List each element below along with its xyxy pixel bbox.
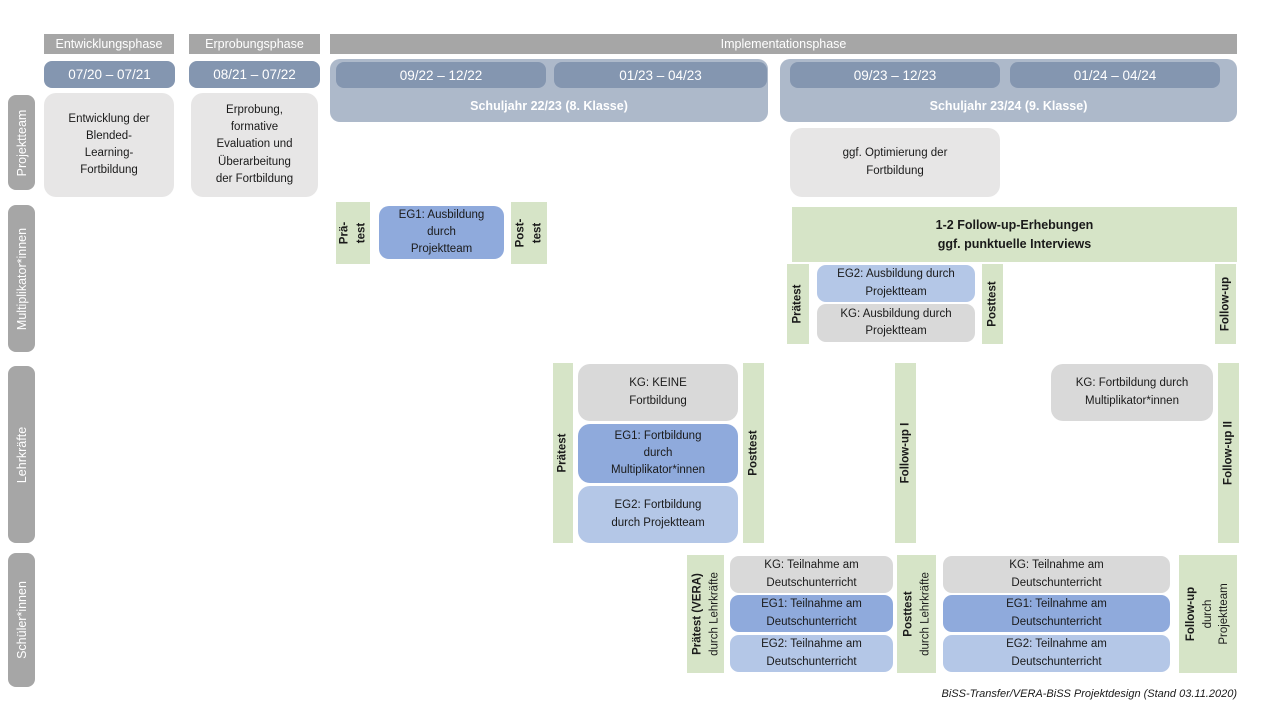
posttest-line2: durch Lehrkräfte (918, 572, 931, 656)
followup2-text: Follow-up II (1222, 421, 1235, 485)
praetest-vera-line1: Prätest (VERA) (690, 573, 703, 655)
row-label-lehrkraefte: Lehrkräfte (8, 366, 35, 543)
date-bar-0923-1223: 09/23 – 12/23 (790, 62, 1000, 88)
followup-line3: Projektteam (1218, 583, 1231, 645)
box-kg-teilnahme-1: KG: Teilnahme am Deutschunterricht (730, 556, 893, 593)
praetest-text: Prätest (791, 284, 804, 324)
followup2-bar-lehrkraefte: Follow-up II (1218, 363, 1239, 543)
posttest-line2: test (531, 222, 543, 244)
footer-caption: BiSS-Transfer/VERA-BiSS Projektdesign (S… (941, 688, 1237, 700)
box-kg-ausbildung: KG: Ausbildung durch Projektteam (817, 304, 975, 342)
followup-text: Follow-up (1219, 276, 1232, 332)
praetest-bar-multiplikator-1: Prä- test (336, 202, 370, 264)
posttest-line1: Post- (514, 218, 527, 248)
followup-line1: Follow-up (1184, 586, 1197, 642)
box-eg2-teilnahme-2: EG2: Teilnahme am Deutschunterricht (943, 635, 1170, 672)
row-label-schueler-text: Schüler*innen (14, 581, 29, 659)
praetest-vera-bar-schueler: Prätest (VERA) durch Lehrkräfte (687, 555, 724, 673)
praetest-text: Prätest (556, 433, 569, 473)
posttest-bar-multiplikator-1: Post- test (511, 202, 547, 264)
box-kg-teilnahme-2: KG: Teilnahme am Deutschunterricht (943, 556, 1170, 593)
row-label-multiplikator: Multiplikator*innen (8, 205, 35, 352)
followup1-bar-lehrkraefte: Follow-up I (895, 363, 916, 543)
schoolyear-label-2223: Schuljahr 22/23 (8. Klasse) (470, 99, 628, 113)
box-kg-fortbildung-multiplikator: KG: Fortbildung durch Multiplikator*inne… (1051, 364, 1213, 421)
posttest-bar-multiplikator-2: Posttest (982, 264, 1003, 344)
followup-erhebungen-banner: 1-2 Follow-up-Erhebungen ggf. punktuelle… (792, 207, 1237, 262)
date-bar-0922-1222: 09/22 – 12/22 (336, 62, 546, 88)
box-eg1-ausbildung: EG1: Ausbildung durch Projektteam (379, 206, 504, 259)
schoolyear-label-2324: Schuljahr 23/24 (9. Klasse) (929, 99, 1088, 113)
box-eg1-teilnahme-2: EG1: Teilnahme am Deutschunterricht (943, 595, 1170, 632)
box-erprobung-evaluation: Erprobung, formative Evaluation und Über… (191, 93, 318, 197)
date-bar-0124-0424: 01/24 – 04/24 (1010, 62, 1220, 88)
followup-line2: durch (1201, 599, 1214, 629)
followup-bar-multiplikator: Follow-up (1215, 264, 1236, 344)
row-label-projektteam: Projektteam (8, 95, 35, 190)
box-entwicklung-fortbildung: Entwicklung der Blended- Learning- Fortb… (44, 93, 174, 197)
box-eg1-teilnahme-1: EG1: Teilnahme am Deutschunterricht (730, 595, 893, 632)
date-bar-0123-0423: 01/23 – 04/23 (554, 62, 767, 88)
phase-bar-entwicklung: Entwicklungsphase (44, 34, 174, 54)
row-label-lehrkraefte-text: Lehrkräfte (14, 426, 29, 483)
praetest-bar-lehrkraefte: Prätest (553, 363, 573, 543)
row-label-projektteam-text: Projektteam (14, 109, 29, 176)
box-optimierung-fortbildung: ggf. Optimierung der Fortbildung (790, 128, 1000, 197)
box-eg1-fortbildung: EG1: Fortbildung durch Multiplikator*inn… (578, 424, 738, 483)
posttest-text: Posttest (747, 430, 760, 476)
praetest-bar-multiplikator-2: Prätest (787, 264, 809, 344)
posttest-text: Posttest (986, 281, 999, 327)
posttest-bar-lehrkraefte: Posttest (743, 363, 764, 543)
box-kg-keine-fortbildung: KG: KEINE Fortbildung (578, 364, 738, 421)
phase-bar-erprobung: Erprobungsphase (189, 34, 320, 54)
date-bar-0720-0721: 07/20 – 07/21 (44, 61, 175, 88)
praetest-vera-line2: durch Lehrkräfte (707, 572, 720, 656)
followup1-text: Follow-up I (899, 422, 912, 484)
row-label-schueler: Schüler*innen (8, 553, 35, 687)
praetest-line2: test (355, 222, 367, 244)
box-eg2-ausbildung: EG2: Ausbildung durch Projektteam (817, 265, 975, 302)
phase-bar-implementation: Implementationsphase (330, 34, 1237, 54)
box-eg2-teilnahme-1: EG2: Teilnahme am Deutschunterricht (730, 635, 893, 672)
box-eg2-fortbildung: EG2: Fortbildung durch Projektteam (578, 486, 738, 543)
praetest-line1: Prä- (338, 221, 351, 245)
posttest-line1: Posttest (901, 591, 914, 637)
followup-projektteam-bar-schueler: Follow-up durch Projektteam (1179, 555, 1237, 673)
date-bar-0821-0722: 08/21 – 07/22 (189, 61, 320, 88)
row-label-multiplikator-text: Multiplikator*innen (14, 227, 29, 330)
posttest-bar-schueler: Posttest durch Lehrkräfte (897, 555, 936, 673)
